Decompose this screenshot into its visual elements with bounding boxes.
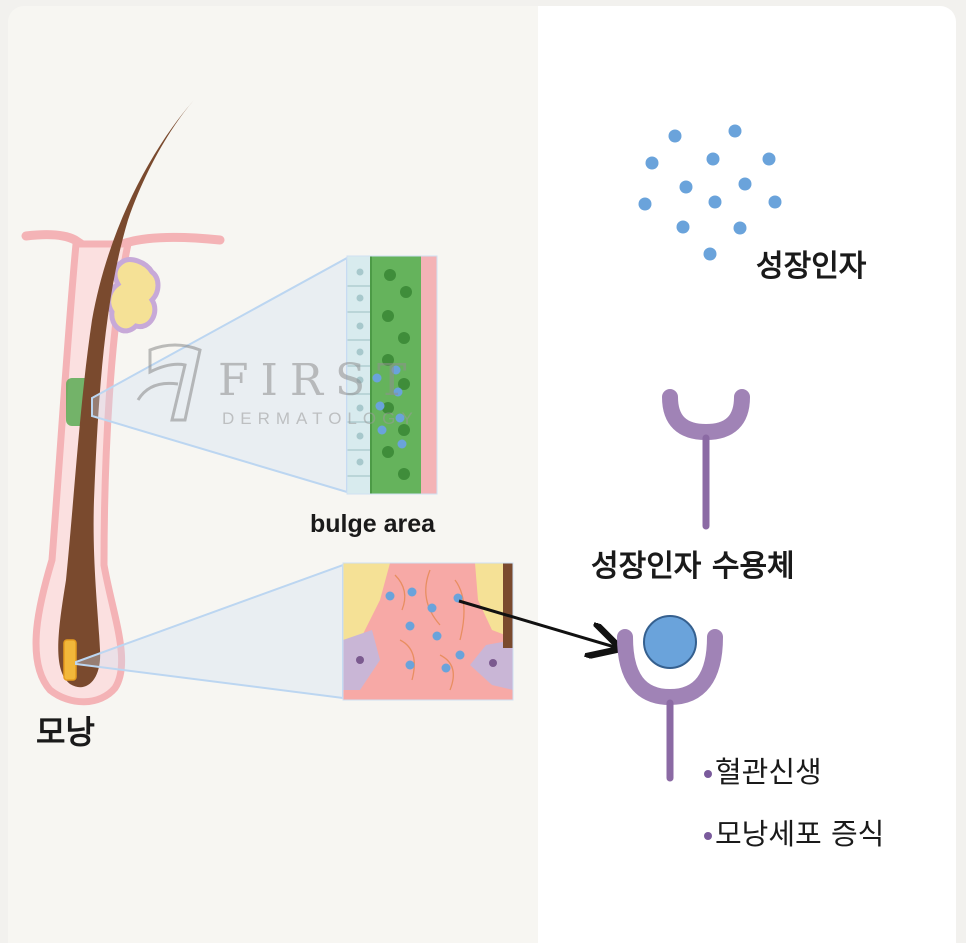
papilla-zoom-frame: [342, 562, 514, 701]
follicle-illustration: [21, 100, 225, 706]
effect-item-follicle-proliferation: 모낭세포 증식: [715, 817, 884, 851]
watermark-brand: FIRST: [218, 355, 419, 406]
bulge-area-label: bulge area: [310, 510, 436, 538]
sebaceous-gland: [106, 257, 161, 334]
receptor-bound-icon: [617, 615, 723, 782]
watermark-sub: DERMATOLOGY: [222, 409, 419, 428]
effect-bullet: [704, 832, 712, 840]
growth-factor-dots: [638, 124, 782, 261]
bulge-area-zoom: [347, 256, 437, 494]
bulge-zoom-frame: [346, 255, 438, 495]
hair-shaft: [58, 100, 194, 688]
skin-surface-right: [115, 232, 225, 250]
watermark-logo-mark: [136, 343, 202, 422]
receptor-label: 성장인자 수용체: [591, 549, 795, 584]
dermal-papilla: [63, 639, 77, 681]
follicle-label: 모낭: [36, 713, 95, 751]
watermark: FIRST DERMATOLOGY: [136, 343, 419, 428]
effect-item-angiogenesis: 혈관신생: [715, 755, 822, 789]
receptor-unbound-icon: [662, 389, 750, 530]
binding-arrow: [458, 599, 618, 648]
papilla-zoom: [343, 563, 513, 700]
effects-list: 혈관신생 모낭세포 증식: [704, 755, 884, 851]
right-panel: [538, 6, 956, 943]
bound-growth-factor: [643, 615, 697, 669]
skin-surface-left: [21, 230, 89, 251]
effect-bullet: [704, 770, 712, 778]
growth-factor-label: 성장인자: [756, 249, 867, 284]
